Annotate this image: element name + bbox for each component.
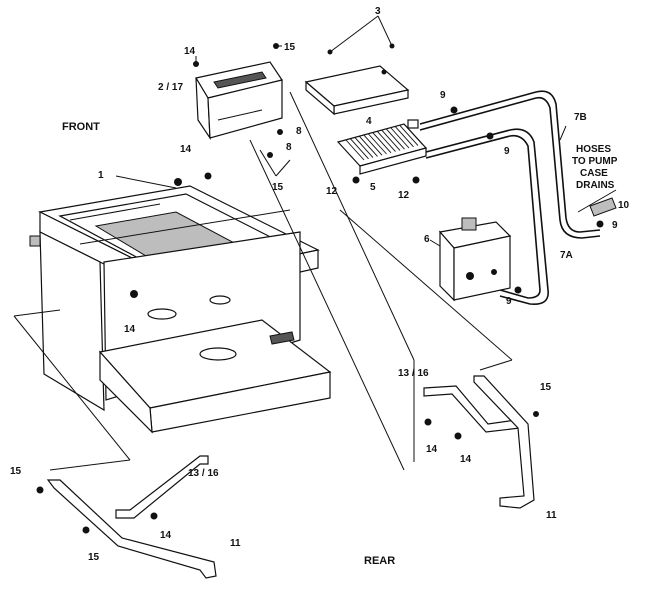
cooler-fin	[372, 132, 392, 154]
reservoir-6	[438, 217, 522, 302]
callout-7b: 7B	[574, 112, 587, 123]
cooler-fins	[345, 124, 423, 161]
callout-7a: 7A	[560, 250, 573, 261]
callout-1: 1	[98, 170, 104, 181]
callout-14: 14	[160, 530, 172, 541]
cooler-fin	[354, 137, 374, 158]
strap-13-16-rear	[423, 375, 539, 509]
callout-14: 14	[124, 324, 136, 335]
callout-14: 14	[426, 444, 438, 455]
callout-15: 15	[284, 42, 296, 53]
callout-14: 14	[460, 454, 472, 465]
hoses-label-line4: DRAINS	[576, 180, 615, 191]
rear-label: REAR	[364, 555, 395, 567]
cooler-fin	[381, 130, 401, 151]
cover-plate-4	[304, 43, 410, 116]
cooler-fin	[363, 134, 383, 156]
callout-12: 12	[398, 190, 410, 201]
callout-2-17: 2 / 17	[158, 82, 183, 93]
leader-lines	[13, 15, 567, 471]
callout-14: 14	[180, 144, 192, 155]
callout-15: 15	[540, 382, 552, 393]
callout-8: 8	[286, 142, 292, 153]
hoses-label-line3: CASE	[580, 168, 608, 179]
callout-9: 9	[612, 220, 618, 231]
callout-4: 4	[366, 116, 372, 127]
callout-9: 9	[440, 90, 446, 101]
cooler-fin	[345, 139, 365, 161]
callout-3: 3	[375, 6, 381, 17]
cooler-fin	[368, 133, 387, 155]
callout-8: 8	[296, 126, 302, 137]
cooler-fin	[395, 126, 414, 148]
callout-15: 15	[272, 182, 284, 193]
callout-12: 12	[326, 186, 338, 197]
front-label: FRONT	[62, 121, 100, 133]
cooler-fin	[386, 128, 405, 150]
callout-11: 11	[546, 510, 557, 521]
hose-7b	[419, 90, 601, 239]
callout-14: 14	[184, 46, 196, 57]
cooler-fin	[390, 127, 410, 149]
callout-6: 6	[424, 234, 430, 245]
main-frame-1	[29, 172, 332, 434]
hoses-label-line1: HOSES	[576, 144, 611, 155]
cooler-fin	[377, 131, 396, 152]
callout-5: 5	[370, 182, 376, 193]
callout-15: 15	[10, 466, 22, 477]
callout-9: 9	[506, 296, 512, 307]
cooler-fin	[399, 125, 419, 146]
text-labels: FRONT REAR HOSES TO PUMP CASE DRAINS 3 1…	[10, 6, 630, 567]
bracket-2-17	[193, 43, 283, 158]
callout-13-16: 13 / 16	[398, 368, 429, 379]
callout-13-16: 13 / 16	[188, 468, 219, 479]
strap-13-16-front	[36, 455, 217, 579]
callout-9: 9	[504, 146, 510, 157]
oil-cooler-5	[336, 106, 494, 184]
fitting-10	[577, 189, 617, 228]
hose-7a	[425, 128, 549, 306]
callout-11: 11	[230, 538, 241, 549]
cooler-fin	[350, 138, 369, 160]
callout-10: 10	[618, 200, 630, 211]
cooler-fin	[359, 136, 378, 157]
callout-15: 15	[88, 552, 100, 563]
hoses-label-line2: TO PUMP	[572, 156, 618, 167]
